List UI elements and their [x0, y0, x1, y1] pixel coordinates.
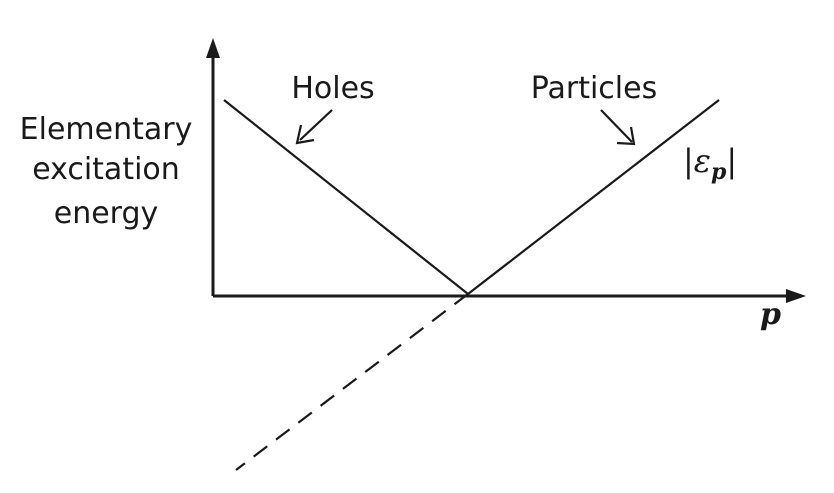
y-axis-label: Elementary excitation energy: [20, 112, 193, 231]
holes-branch-line: [223, 99, 469, 295]
x-axis-arrowhead: [786, 289, 806, 303]
negative-branch-dashed-line: [235, 293, 469, 471]
y-axis-label-line-3: energy: [54, 196, 159, 231]
x-axis: [213, 289, 806, 303]
y-axis-arrowhead: [206, 38, 220, 58]
particles-branch-line: [467, 99, 720, 295]
dispersion-label: |εp|: [683, 142, 737, 185]
holes-pointer-arrow: [295, 109, 333, 145]
holes-label: Holes: [291, 71, 374, 106]
y-axis-label-line-1: Elementary: [20, 112, 193, 147]
dispersion-label-subscript: p: [711, 159, 727, 185]
y-axis: [206, 38, 220, 296]
particles-pointer-arrow: [600, 109, 636, 146]
dispersion-label-closing-bar: |: [726, 142, 737, 180]
particles-label: Particles: [531, 71, 657, 106]
y-axis-label-line-2: excitation: [32, 152, 180, 187]
dispersion-label-main: |ε: [683, 142, 711, 180]
x-axis-label: p: [760, 297, 781, 332]
